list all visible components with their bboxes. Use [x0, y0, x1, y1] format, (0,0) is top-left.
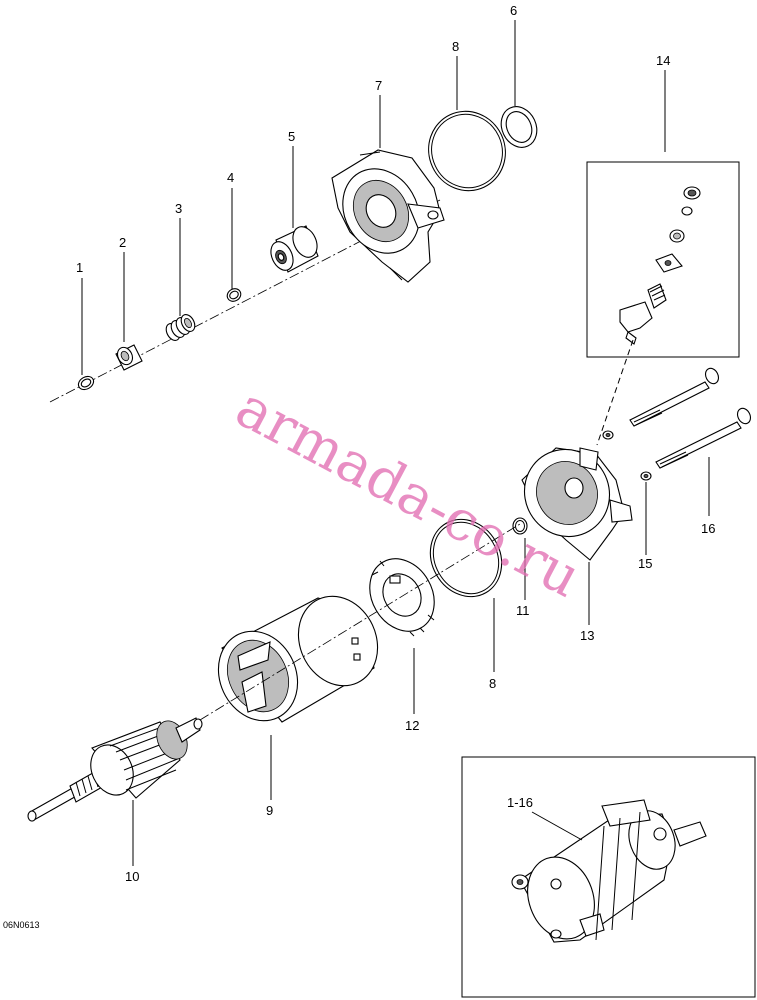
callout-1: 1: [76, 260, 83, 275]
lower-assembly-axis: [199, 523, 521, 721]
part-15-nuts: [602, 430, 652, 481]
figure-code: 06N0613: [3, 920, 40, 930]
callout-4: 4: [227, 170, 234, 185]
part-10-armature: [27, 717, 203, 822]
part-14-leader-dash: [596, 339, 634, 446]
part-14-terminal-kit: [619, 186, 701, 345]
callout-8-lower: 8: [489, 676, 496, 691]
callout-2: 2: [119, 235, 126, 250]
part-8-o-ring-upper: [428, 110, 506, 192]
part-11-small-o-ring: [512, 517, 528, 535]
callout-15: 15: [638, 556, 652, 571]
part-12-brush-plate: [369, 558, 435, 637]
callout-3: 3: [175, 201, 182, 216]
leader-lines: [81, 20, 710, 866]
part-7-front-housing: [331, 149, 445, 283]
part-4-snap-ring: [226, 288, 242, 302]
part-13-rear-cover: [521, 447, 633, 561]
part-16-long-bolts: [629, 367, 752, 469]
part-14-detail-box: [586, 161, 740, 358]
part-5-pinion: [270, 225, 319, 273]
callout-10: 10: [125, 869, 139, 884]
part-9-yoke: [217, 595, 379, 723]
assembled-starter: [511, 799, 707, 943]
callout-8-upper: 8: [452, 39, 459, 54]
callout-11: 11: [516, 603, 530, 618]
callout-9: 9: [266, 803, 273, 818]
callout-12: 12: [405, 718, 419, 733]
callout-7: 7: [375, 78, 382, 93]
part-1-ring: [77, 375, 95, 391]
part-2-bushing: [115, 344, 143, 371]
part-6-seal-ring: [500, 106, 538, 148]
callout-assembly: 1-16: [507, 795, 533, 810]
assembly-inset-box: [461, 756, 756, 998]
callout-labels: 1 2 3 4 5 6 7 8 14 16 15 13 11 8 12 9 10: [76, 3, 715, 884]
callout-16: 16: [701, 521, 715, 536]
callout-5: 5: [288, 129, 295, 144]
part-3-spring: [165, 314, 196, 341]
callout-13: 13: [580, 628, 594, 643]
callout-14: 14: [656, 53, 670, 68]
assembly-leader-line: [531, 811, 583, 841]
callout-6: 6: [510, 3, 517, 18]
